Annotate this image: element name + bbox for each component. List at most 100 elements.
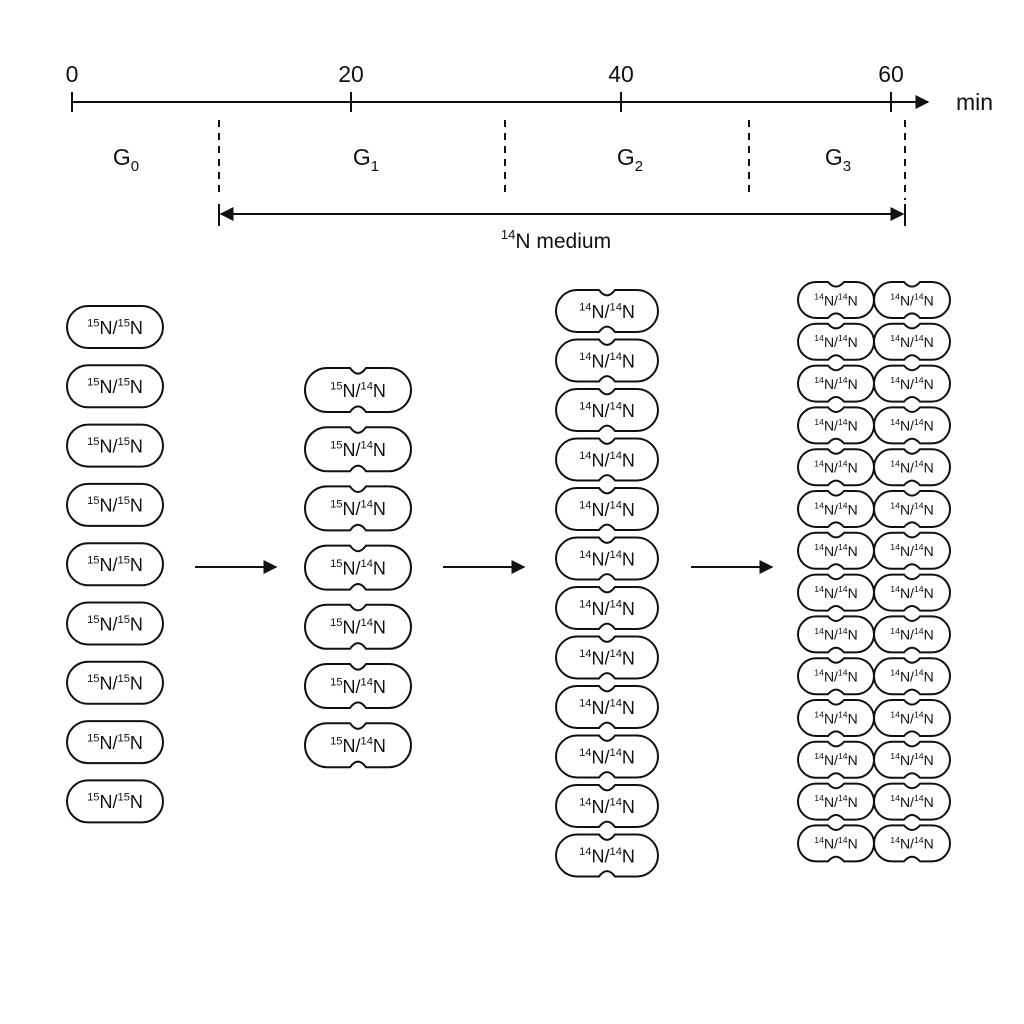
dna-label: 14N/14N [814, 709, 857, 726]
cell-outline [555, 784, 659, 828]
dna-label: 15N/14N [330, 617, 386, 638]
cell-outline [873, 573, 951, 612]
cell-outline [873, 657, 951, 696]
phase-label-g2: G2 [617, 144, 643, 175]
dna-label: 14N/14N [890, 751, 933, 768]
dna-label: 15N/15N [87, 614, 143, 635]
dna-label: 14N/14N [890, 835, 933, 852]
bacterium-cell: 14N/14N [797, 490, 875, 528]
dna-label: 15N/14N [330, 676, 386, 697]
cell-outline [555, 289, 659, 333]
cell-outline [555, 487, 659, 531]
time-axis: 0 20 40 60 min [66, 61, 993, 115]
cell-outline [873, 406, 951, 445]
dna-label: 15N/15N [87, 554, 143, 575]
bacterium-cell: 14N/14N [555, 635, 659, 680]
dna-label: 14N/14N [814, 459, 857, 476]
dna-label: 14N/14N [890, 333, 933, 350]
cell-outline [797, 322, 875, 361]
cell-outline [797, 782, 875, 821]
cell-outline [304, 426, 412, 473]
dna-label: 14N/14N [814, 542, 857, 559]
tick-label-60: 60 [878, 61, 904, 87]
phase-label-g0: G0 [113, 144, 139, 175]
bacterium-cell: 14N/14N [555, 289, 659, 333]
dna-label: 14N/14N [814, 500, 857, 517]
bacterium-cell: 14N/14N [797, 448, 875, 487]
dna-label: 14N/14N [890, 500, 933, 517]
bacterium-cell: 14N/14N [873, 490, 951, 528]
dna-label: 15N/15N [87, 792, 143, 813]
cell-outline [555, 734, 659, 779]
dna-label: 14N/14N [890, 793, 933, 810]
dna-label: 14N/14N [814, 668, 857, 685]
cell-outline [66, 482, 164, 527]
bacterium-cell: 15N/15N [66, 720, 164, 765]
dna-label: 14N/14N [890, 542, 933, 559]
bacterium-cell: 14N/14N [797, 281, 875, 319]
cell-outline [797, 531, 875, 570]
cell-outline [873, 490, 951, 528]
dna-label: 15N/15N [87, 495, 143, 516]
bacterium-cell: 14N/14N [797, 824, 875, 863]
bacterium-cell: 14N/14N [555, 388, 659, 432]
bacterium-cell: 14N/14N [873, 364, 951, 403]
cell-outline [797, 699, 875, 737]
bacterium-cell: 14N/14N [555, 338, 659, 383]
dna-label: 14N/14N [579, 598, 635, 619]
cell-outline [66, 305, 164, 349]
bacterium-cell: 14N/14N [555, 734, 659, 779]
bacterium-cell: 14N/14N [873, 573, 951, 612]
bacterium-cell: 15N/14N [304, 722, 412, 769]
cell-outline [873, 281, 951, 319]
cell-outline [797, 490, 875, 528]
phase-label-g1: G1 [353, 144, 379, 175]
cell-outline [873, 615, 951, 654]
cell-outline [873, 322, 951, 361]
bacterium-cell: 14N/14N [873, 824, 951, 863]
bacterium-cell: 14N/14N [797, 573, 875, 612]
dna-label: 15N/15N [87, 732, 143, 753]
dna-label: 14N/14N [814, 333, 857, 350]
cell-outline [304, 367, 412, 413]
bacterium-cell: 14N/14N [797, 406, 875, 445]
phase-label-g3: G3 [825, 144, 851, 175]
dna-label: 15N/14N [330, 380, 386, 401]
generation-2-cells: 14N/14N 14N/14N 14N/14N 14N/14N 14N/14N 14N/1… [555, 289, 659, 878]
dna-label: 14N/14N [890, 417, 933, 434]
cell-outline [797, 824, 875, 863]
dna-label: 14N/14N [814, 375, 857, 392]
bacterium-cell: 14N/14N [555, 784, 659, 828]
dna-label: 14N/14N [890, 668, 933, 685]
phase-boundaries [218, 120, 906, 200]
bacterium-cell: 15N/14N [304, 663, 412, 709]
cell-outline [797, 281, 875, 319]
dna-label: 14N/14N [579, 697, 635, 718]
dna-label: 14N/14N [814, 793, 857, 810]
cell-outline [555, 338, 659, 383]
bacterium-cell: 14N/14N [873, 615, 951, 654]
dna-label: 15N/14N [330, 439, 386, 460]
dna-label: 15N/14N [330, 499, 386, 520]
bacterium-cell: 14N/14N [873, 406, 951, 445]
cell-outline [873, 740, 951, 779]
generation-3-cells: 14N/14N14N/14N14N/14N14N/14N14N/14N14N/1… [797, 281, 951, 863]
bacterium-cell: 15N/14N [304, 485, 412, 532]
bacterium-cell: 14N/14N [797, 740, 875, 779]
bacterium-cell: 14N/14N [873, 699, 951, 737]
bacterium-cell: 15N/15N [66, 364, 164, 409]
dna-label: 14N/14N [814, 751, 857, 768]
dna-label: 14N/14N [814, 835, 857, 852]
dna-label: 14N/14N [579, 499, 635, 520]
bacterium-cell: 14N/14N [797, 615, 875, 654]
cell-outline [66, 660, 164, 705]
dna-label: 14N/14N [814, 584, 857, 601]
bacterium-cell: 15N/14N [304, 426, 412, 473]
cell-outline [66, 423, 164, 468]
bacterium-cell: 14N/14N [797, 322, 875, 361]
bacterium-cell: 14N/14N [797, 782, 875, 821]
bacterium-cell: 14N/14N [873, 322, 951, 361]
cell-outline [797, 406, 875, 445]
bacterium-cell: 15N/15N [66, 542, 164, 587]
